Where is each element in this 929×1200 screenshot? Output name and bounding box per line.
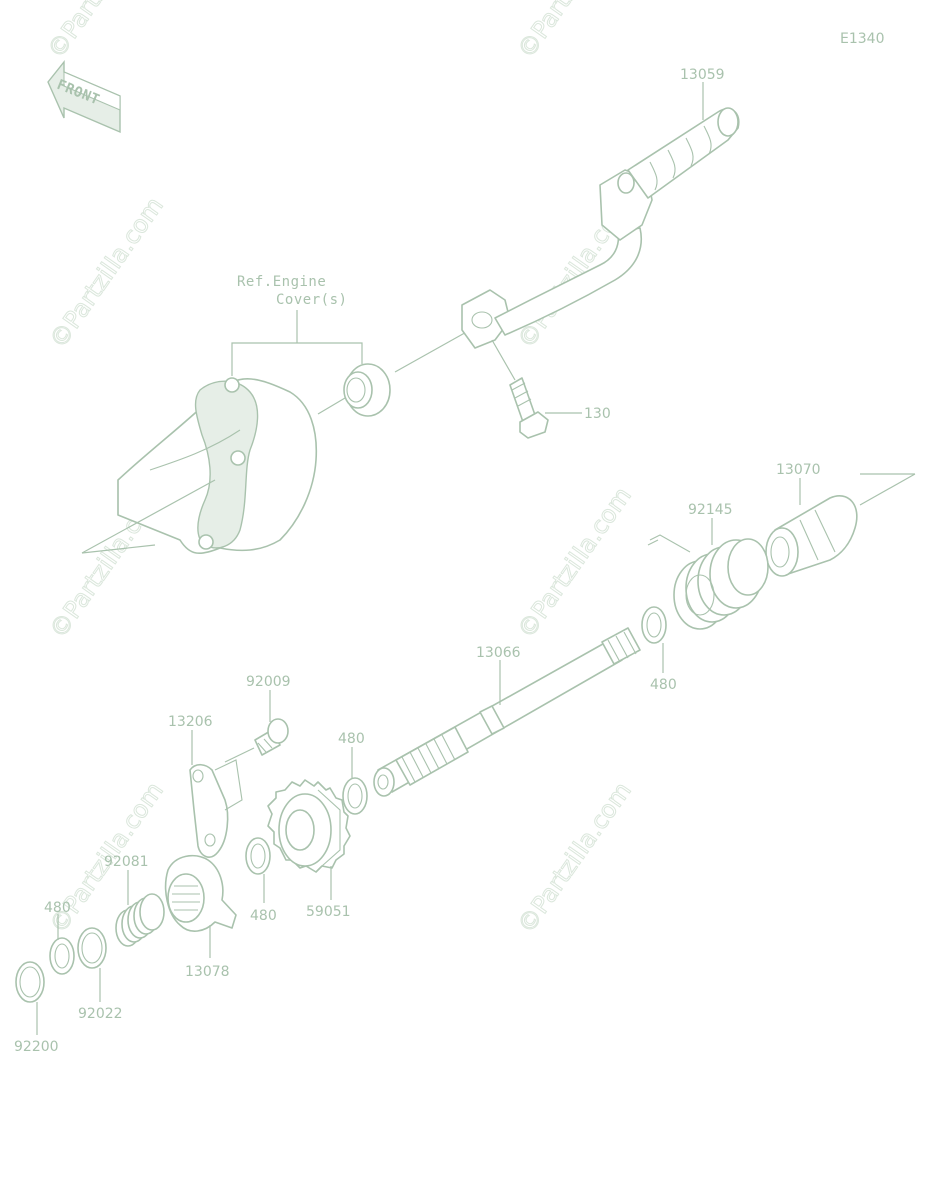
part-label-13070: 13070 [776,462,821,478]
circlip-left [49,937,75,975]
part-label-480-c: 480 [250,908,277,924]
guide [765,495,858,577]
watermark: ©Partzilla.com [512,0,637,63]
kick-pedal [461,107,740,349]
watermark: ©Partzilla.com [42,0,167,63]
ref-label-line2: Cover(s) [276,292,347,308]
engine-cover [117,377,318,555]
part-label-13078: 13078 [185,964,230,980]
part-label-13206: 13206 [168,714,213,730]
part-label-92081: 92081 [104,854,149,870]
part-label-480-a: 480 [650,677,677,693]
watermark: ©Partzilla.com [512,482,637,644]
circlip-mid [342,777,368,815]
part-label-13059: 13059 [680,67,725,83]
spring [647,534,769,630]
part-label-480-d: 480 [44,900,71,916]
part-label-92145: 92145 [688,502,733,518]
watermark: ©Partzilla.com [44,192,169,354]
diagram-code: E1340 [840,31,884,47]
washer [77,927,107,969]
part-label-59051: 59051 [306,904,351,920]
part-label-130: 130 [584,406,611,422]
ref-label-line1: Ref.Engine [237,274,326,290]
watermark: ©Partzilla.com [512,777,637,939]
washer-end [15,961,45,1003]
kick-shaft [373,627,641,797]
circlip-lower [245,837,271,875]
part-label-92022: 92022 [78,1006,123,1022]
part-label-92200: 92200 [14,1039,59,1055]
spring-small [115,893,165,947]
part-label-13066: 13066 [476,645,521,661]
front-arrow-icon: FRONT [47,60,121,134]
oil-seal [343,363,391,417]
part-label-480-b: 480 [338,731,365,747]
part-label-92009: 92009 [246,674,291,690]
screw [224,718,289,763]
circlip-upper [641,606,667,644]
plate [189,759,243,858]
bolt [491,339,549,439]
gear [267,779,351,873]
ratchet [164,854,237,932]
